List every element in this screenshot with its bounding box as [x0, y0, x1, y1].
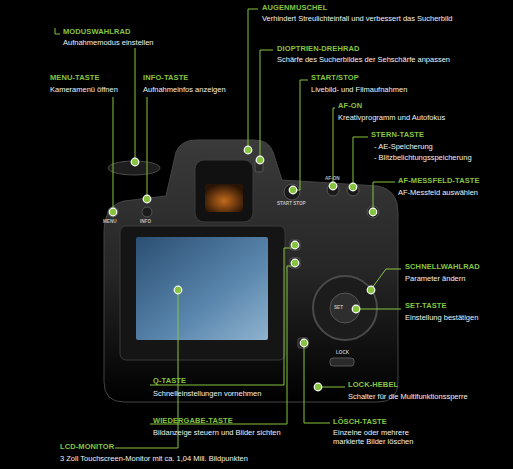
button-print: MENU	[103, 219, 117, 225]
callout-heading: AUGENMUSCHEL	[262, 3, 327, 12]
callout-text: Schärfe des Sucherbildes der Sehschärfe …	[277, 55, 450, 64]
callout-heading: MODUSWAHLRAD	[63, 27, 130, 36]
callout-text: Schalter für die Multifunktionssperre	[348, 392, 468, 401]
callout-text: Livebild- und Filmaufnahmen	[311, 85, 407, 94]
callout-heading: DIOPTRIEN-DREHRAD	[277, 44, 360, 53]
callout-text: - Blitzbelichtungsspeicherung	[374, 153, 472, 162]
callout-heading: AF-MESSFELD-TASTE	[398, 176, 480, 185]
callout-heading: WIEDERGABE-TASTE	[153, 416, 233, 425]
callout-heading: AF-ON	[338, 101, 362, 110]
callout-text: Aufnahmemodus einstellen	[63, 38, 153, 47]
button-print: SET	[334, 305, 343, 311]
callout-text: Aufnahmeinfos anzeigen	[143, 85, 226, 94]
callout-text: Einstellung bestätigen	[405, 313, 478, 322]
callout-text: Verhindert Streulichteinfall und verbess…	[262, 14, 453, 23]
callout-heading: STERN-TASTE	[371, 130, 424, 139]
callout-heading: SET-TASTE	[405, 301, 447, 310]
callout-heading: LÖSCH-TASTE	[333, 417, 387, 426]
callout-heading: SCHNELLWAHLRAD	[405, 262, 480, 271]
callout-text: Kameramenü öffnen	[50, 85, 118, 94]
callout-heading: MENU-TASTE	[50, 73, 100, 82]
button-print: INFO	[140, 219, 151, 225]
callout-text: Schnelleinstellungen vornehmen	[153, 389, 261, 398]
callout-text: 3 Zoll Touchscreen-Monitor mit ca. 1,04 …	[60, 454, 248, 463]
callout-text: Parameter ändern	[405, 274, 465, 283]
callout-text: - AE-Speicherung	[374, 142, 433, 151]
callout-heading: START/STOP	[311, 73, 359, 82]
button-print: START STOP	[277, 201, 306, 207]
callout-heading: LCD-MONITOR	[60, 442, 114, 451]
button-print: LOCK	[336, 350, 349, 356]
callout-heading: Q-TASTE	[153, 376, 186, 385]
callout-heading: INFO-TASTE	[143, 73, 188, 82]
button-print: AF-ON	[325, 176, 340, 182]
callout-text: Kreativprogramm und Autofokus	[338, 113, 445, 122]
callout-text: Bildanzeige steuern und Bilder sichten	[153, 428, 281, 437]
callout-heading: LOCK-HEBEL	[348, 380, 398, 389]
callout-text: AF-Messfeld auswählen	[398, 188, 478, 197]
callout-text: Einzelne oder mehrere markierte Bilder l…	[333, 428, 428, 447]
